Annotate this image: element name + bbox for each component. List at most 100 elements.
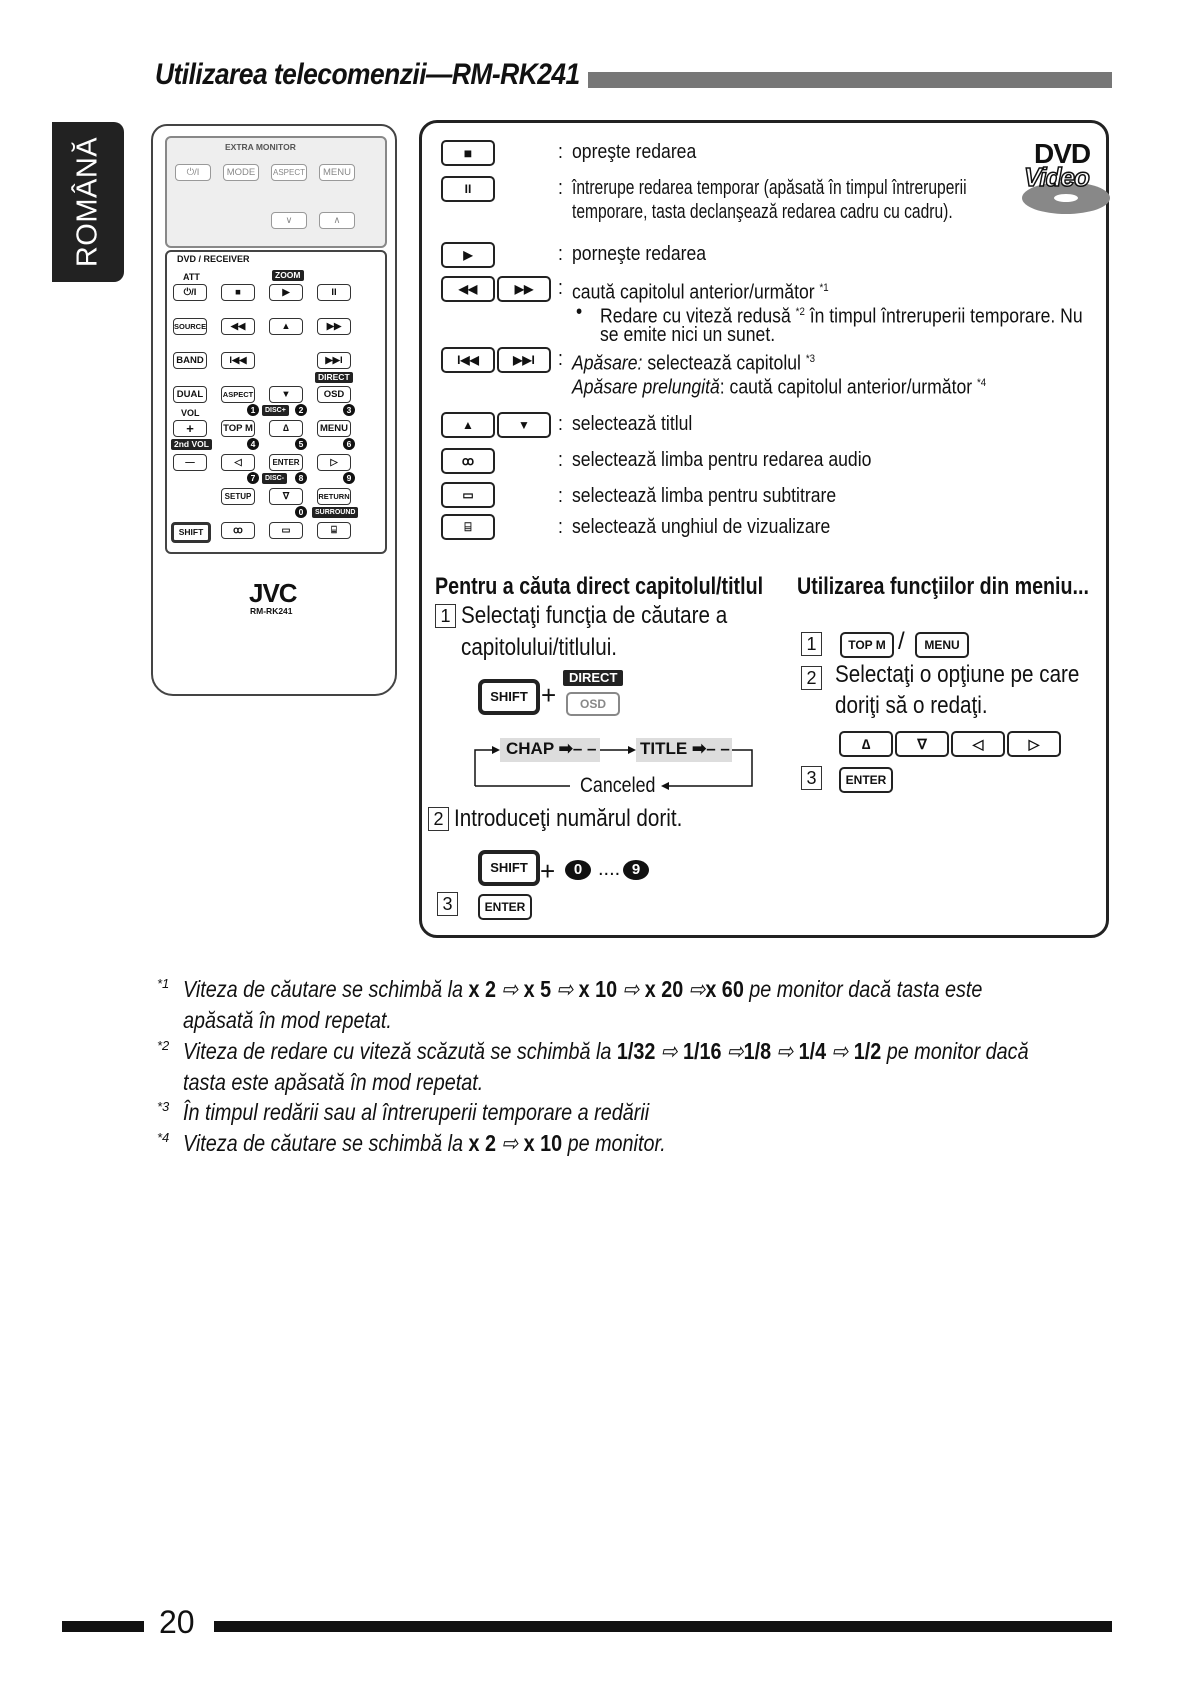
footnote-mark: *2 <box>157 1038 170 1053</box>
num-9: 9 <box>343 472 355 484</box>
next-button: ▶▶I <box>317 352 351 369</box>
colon: : <box>558 141 563 163</box>
search-sub-description-2: se emite nici un sunet. <box>600 324 776 346</box>
footnote-2: Viteza de redare cu viteză scăzută se sc… <box>183 1038 1029 1064</box>
pause-description-2: temporare, tasta declanşează redarea cad… <box>572 201 953 223</box>
remote-model-label: RM-RK241 <box>250 606 293 616</box>
em-mode-button: MODE <box>223 164 259 181</box>
audio-button: ꝏ <box>221 522 255 539</box>
jvc-logo: JVC <box>249 578 298 608</box>
extra-monitor-label: EXTRA MONITOR <box>225 142 296 152</box>
top-menu-button: TOP M <box>221 420 255 437</box>
previous-button: I◀◀ <box>221 352 255 369</box>
pause-key-icon: II <box>441 176 495 202</box>
title-label: TITLE ➡– – <box>640 739 730 758</box>
osd-key-icon: OSD <box>566 692 620 716</box>
colon: : <box>558 348 563 370</box>
pause-button: II <box>317 284 351 301</box>
enter-key-icon: ENTER <box>478 894 532 920</box>
top-menu-key-icon: TOP M <box>840 632 894 658</box>
angle-description: selectează unghiul de vizualizare <box>572 516 831 538</box>
num-5: 5 <box>295 438 307 450</box>
source-button: SOURCE <box>173 318 207 335</box>
vol-plus-button: + <box>173 420 207 437</box>
aspect-button: ASPECT <box>221 386 255 403</box>
dvd-logo-line2: Video <box>1023 161 1090 193</box>
direct-step2-number: 2 <box>428 807 449 831</box>
plus-sign: + <box>540 856 556 886</box>
second-vol-label: 2nd VOL <box>171 439 212 450</box>
osd-button: OSD <box>317 386 351 403</box>
instructions-box <box>419 120 1109 938</box>
footer-rule-left <box>62 1621 144 1632</box>
num-8: 8 <box>295 472 307 484</box>
search-description: caută capitolul anterior/următor *1 <box>572 281 829 304</box>
colon: : <box>558 177 563 199</box>
subtitle-button: ▭ <box>269 522 303 539</box>
zoom-label: ZOOM <box>272 270 304 281</box>
direct-step1-text-2: capitolului/titlului. <box>461 634 618 661</box>
colon: : <box>558 449 563 471</box>
footnote-4: Viteza de căutare se schimbă la x 2 ⇨ x … <box>183 1130 666 1156</box>
chap-label: CHAP ➡– – <box>506 739 597 758</box>
canceled-label: Canceled <box>580 774 656 797</box>
stop-button: ■ <box>221 284 255 301</box>
audio-description: selectează limba pentru redarea audio <box>572 449 872 471</box>
down-arrow-button: ∇ <box>269 488 303 505</box>
play-key-icon: ▶ <box>441 242 495 268</box>
search-cycle-diagram <box>474 738 753 790</box>
angle-button: ⌸ <box>317 522 351 539</box>
menu-step2-number: 2 <box>801 666 822 690</box>
skip-description: Apăsare: selectează capitolul *3 <box>572 352 816 375</box>
footnote-1-line2: apăsată în mod repetat. <box>183 1007 392 1033</box>
dual-button: DUAL <box>173 386 207 403</box>
band-button: BAND <box>173 352 207 369</box>
up-arrow-button: ∆ <box>269 420 303 437</box>
search-sub-description: Redare cu viteză redusă *2 în timpul înt… <box>600 305 1083 328</box>
play-description: porneşte redarea <box>572 243 707 265</box>
menu-step1-number: 1 <box>801 632 822 656</box>
num-7: 7 <box>247 472 259 484</box>
right-arrow-button: ▷ <box>317 454 351 471</box>
down-button: ▼ <box>269 386 303 403</box>
num-1: 1 <box>247 404 259 416</box>
fastforward-key-icon: ▶▶ <box>497 276 551 302</box>
rewind-key-icon: ◀◀ <box>441 276 495 302</box>
dvd-receiver-panel: DVD / RECEIVER ATT ZOOM ⏻/I ■ ▶ II SOURC… <box>165 250 387 554</box>
skip-description-2: Apăsare prelungită: caută capitolul ante… <box>572 376 987 399</box>
colon: : <box>558 485 563 507</box>
dvd-logo-line1: DVD <box>1034 138 1091 169</box>
colon: : <box>558 243 563 265</box>
num-3: 3 <box>343 404 355 416</box>
menu-key-icon: MENU <box>915 632 969 658</box>
footer-rule-right <box>214 1621 1112 1632</box>
previous-key-icon: I◀◀ <box>441 347 495 373</box>
next-key-icon: ▶▶I <box>497 347 551 373</box>
shift-key-icon: SHIFT <box>478 679 540 715</box>
num-4: 4 <box>247 438 259 450</box>
left-arrow-button: ◁ <box>221 454 255 471</box>
footnote-3: În timpul redării sau al întreruperii te… <box>183 1099 650 1125</box>
num-2: 2 <box>295 404 307 416</box>
number-nine-icon: 9 <box>623 860 649 880</box>
footnote-mark: *1 <box>157 976 170 991</box>
language-tab <box>52 122 124 282</box>
down-arrow-key-icon: ∇ <box>895 731 949 757</box>
remote-illustration: EXTRA MONITOR ⏻/I MODE ASPECT MENU ∨ ∧ D… <box>151 124 397 696</box>
up-key-icon: ▲ <box>441 412 495 438</box>
direct-step1-number: 1 <box>435 604 456 628</box>
shift-button: SHIFT <box>171 522 211 543</box>
direct-step2-text: Introduceţi numărul dorit. <box>454 805 683 832</box>
subtitle-description: selectează limba pentru subtitrare <box>572 485 837 507</box>
number-zero-icon: 0 <box>565 860 591 880</box>
subtitle-key-icon: ▭ <box>441 482 495 508</box>
footnote-1: Viteza de căutare se schimbă la x 2 ⇨ x … <box>183 976 983 1002</box>
title-description: selectează titlul <box>572 413 693 435</box>
audio-key-icon: ꝏ <box>441 448 495 474</box>
em-aspect-button: ASPECT <box>271 164 307 181</box>
direct-step3-number: 3 <box>437 892 458 916</box>
setup-button: SETUP <box>221 488 255 505</box>
direct-label: DIRECT <box>563 670 624 686</box>
att-label: ATT <box>183 272 200 282</box>
disc-plus-label: DISC+ <box>262 405 289 416</box>
